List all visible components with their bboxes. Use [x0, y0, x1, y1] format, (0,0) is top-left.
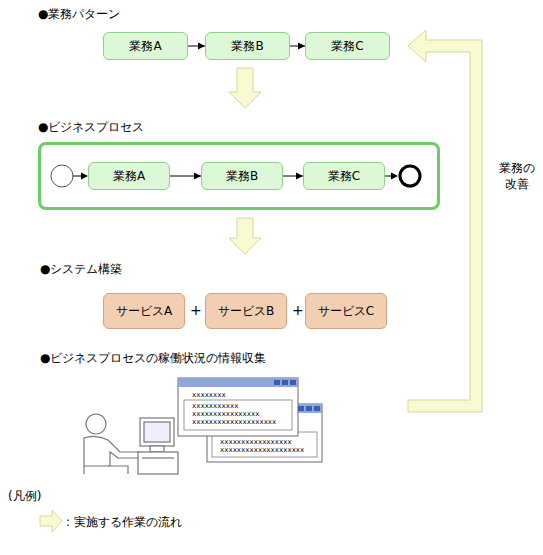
flow-arrow	[170, 176, 201, 177]
start-event	[51, 165, 73, 187]
arrow-head	[391, 173, 398, 180]
box-label: 業務C	[331, 38, 363, 55]
flow-arrow	[283, 176, 303, 177]
text-label: (凡例)	[8, 488, 41, 505]
screen-text: xxxxxxxxxxxxxxxxxxxx	[192, 418, 276, 426]
screen-text: xxxxxxxxxxxxxxxxxxxx	[220, 446, 304, 454]
text-label: +	[190, 302, 202, 318]
text-label: ●ビジネスプロセスの稼働状況の情報収集	[40, 350, 266, 367]
process-box: 業務B	[201, 162, 283, 190]
process-box: 業務A	[103, 32, 188, 60]
box-label: 業務B	[226, 168, 258, 185]
user-illustration	[84, 414, 178, 474]
text-label: ●業務パターン	[38, 6, 120, 23]
box-label: 業務A	[113, 168, 145, 185]
text-label: ●システム構築	[40, 261, 122, 278]
legend-arrow-sample	[40, 510, 62, 532]
flow-arrow	[229, 218, 261, 254]
process-box: サービスC	[305, 293, 387, 329]
flow-line	[73, 176, 83, 177]
process-box: 業務C	[303, 162, 385, 190]
screen-window	[178, 378, 298, 436]
legend-text: : 実施する作業の流れ	[66, 514, 182, 531]
box-label: サービスB	[218, 303, 274, 320]
flow-arrow	[188, 46, 205, 47]
screen-text: xxxxxxxxxxxxxxxxx	[220, 438, 292, 446]
screen-text: xxxxxxxxxxx	[192, 402, 238, 410]
screen-text: xxxxxxxx	[192, 391, 226, 399]
feedback-arrow	[408, 30, 482, 412]
process-box: サービスB	[205, 293, 287, 329]
process-box: サービスA	[103, 293, 185, 329]
box-label: 業務B	[231, 38, 263, 55]
process-band: ●ビジネスプロセス業務A業務B業務C	[38, 142, 440, 210]
flow-arrow	[229, 68, 261, 108]
box-label: 業務C	[328, 168, 360, 185]
process-box: 業務A	[88, 162, 170, 190]
box-label: サービスA	[116, 303, 172, 320]
flow-arrow	[290, 46, 305, 47]
box-label: 業務A	[129, 38, 161, 55]
text-label: +	[292, 302, 304, 318]
screen-text: xxxxxxxxxxxxxxxx	[192, 410, 259, 418]
text-label: 業務の 改善	[492, 160, 542, 192]
section-heading: ●ビジネスプロセス	[38, 119, 144, 136]
process-box: 業務B	[205, 32, 290, 60]
flow-line	[385, 176, 393, 177]
box-label: サービスC	[318, 303, 374, 320]
process-box: 業務C	[305, 32, 390, 60]
end-event	[400, 166, 420, 186]
arrow-head	[81, 173, 88, 180]
